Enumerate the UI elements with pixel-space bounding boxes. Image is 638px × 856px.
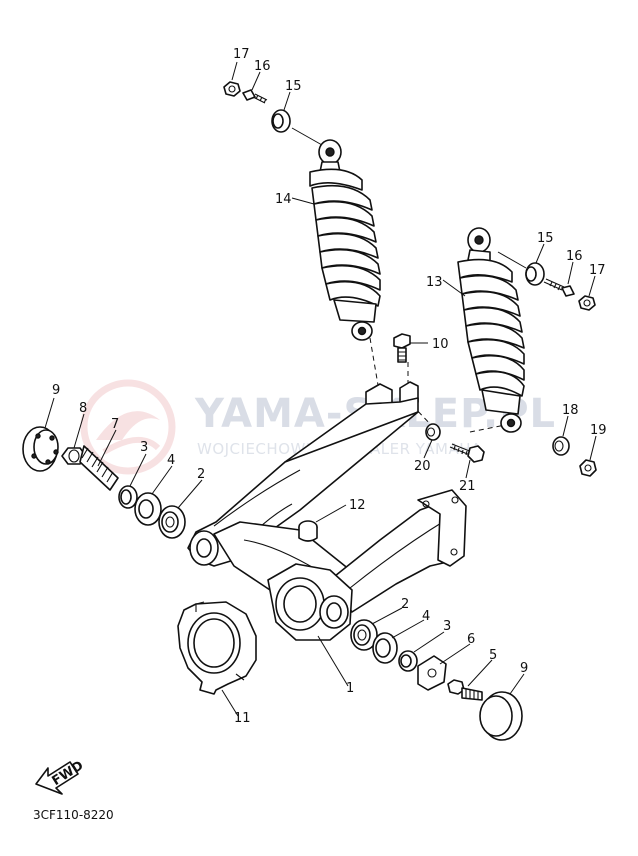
callout-16: 16 (254, 59, 271, 74)
cap-12 (298, 520, 318, 542)
bolt-16-top (242, 89, 268, 104)
callout-2: 2 (197, 467, 205, 482)
callout-1: 1 (346, 681, 354, 696)
callout-12: 12 (349, 498, 366, 513)
bolt-21 (449, 443, 485, 463)
callout-14: 14 (275, 192, 292, 207)
callout-3: 3 (443, 619, 451, 634)
callout-21: 21 (459, 479, 476, 494)
callout-17: 17 (589, 263, 606, 278)
callout-4: 4 (167, 453, 175, 468)
pivot-bolt-5 (447, 679, 483, 701)
callout-4: 4 (422, 609, 430, 624)
callout-8: 8 (79, 401, 87, 416)
callout-15: 15 (285, 79, 302, 94)
cap-9-left (22, 426, 59, 472)
collar-18 (552, 436, 570, 456)
diagram-code: 3CF110-8220 (33, 808, 114, 822)
callouts: 17 16 15 14 15 16 17 13 10 9 8 7 3 4 2 1… (52, 47, 607, 726)
callout-6: 6 (467, 632, 475, 647)
callout-17: 17 (233, 47, 250, 62)
callout-13: 13 (426, 275, 443, 290)
nut-17-top (223, 81, 241, 97)
forward-arrow-icon: FWD (35, 758, 86, 795)
guard-11 (177, 601, 257, 695)
pivot-shaft-7 (79, 445, 119, 491)
seal-4-left (134, 492, 162, 526)
bolt-10 (393, 333, 411, 363)
collar-3-left (118, 485, 138, 509)
collar-3-right (398, 650, 418, 672)
shock-absorber-14 (309, 139, 381, 341)
callout-2: 2 (401, 597, 409, 612)
bolt-16-right (543, 278, 575, 297)
seal-4-right (372, 632, 398, 664)
callout-7: 7 (111, 417, 119, 432)
bearing-2-left (158, 505, 186, 539)
callout-20: 20 (414, 459, 431, 474)
collar-15-top (271, 109, 291, 133)
callout-11: 11 (234, 711, 251, 726)
callout-16: 16 (566, 249, 583, 264)
plate-6 (417, 655, 447, 691)
collar-20 (425, 423, 441, 441)
watermark-logo-icon (80, 379, 176, 475)
swingarm-1 (187, 381, 467, 641)
cap-9-right (479, 691, 523, 741)
nut-19 (579, 459, 597, 477)
callout-19: 19 (590, 423, 607, 438)
callout-15: 15 (537, 231, 554, 246)
callout-10: 10 (432, 337, 449, 352)
callout-3: 3 (140, 440, 148, 455)
leader-lines (44, 61, 597, 717)
shock-absorber-13 (457, 227, 525, 433)
callout-18: 18 (562, 403, 579, 418)
nut-17-right (578, 295, 596, 311)
callout-9: 9 (520, 661, 528, 676)
callout-5: 5 (489, 648, 497, 663)
collar-15-right (525, 262, 545, 286)
bearing-2-right (350, 619, 378, 651)
callout-9: 9 (52, 383, 60, 398)
